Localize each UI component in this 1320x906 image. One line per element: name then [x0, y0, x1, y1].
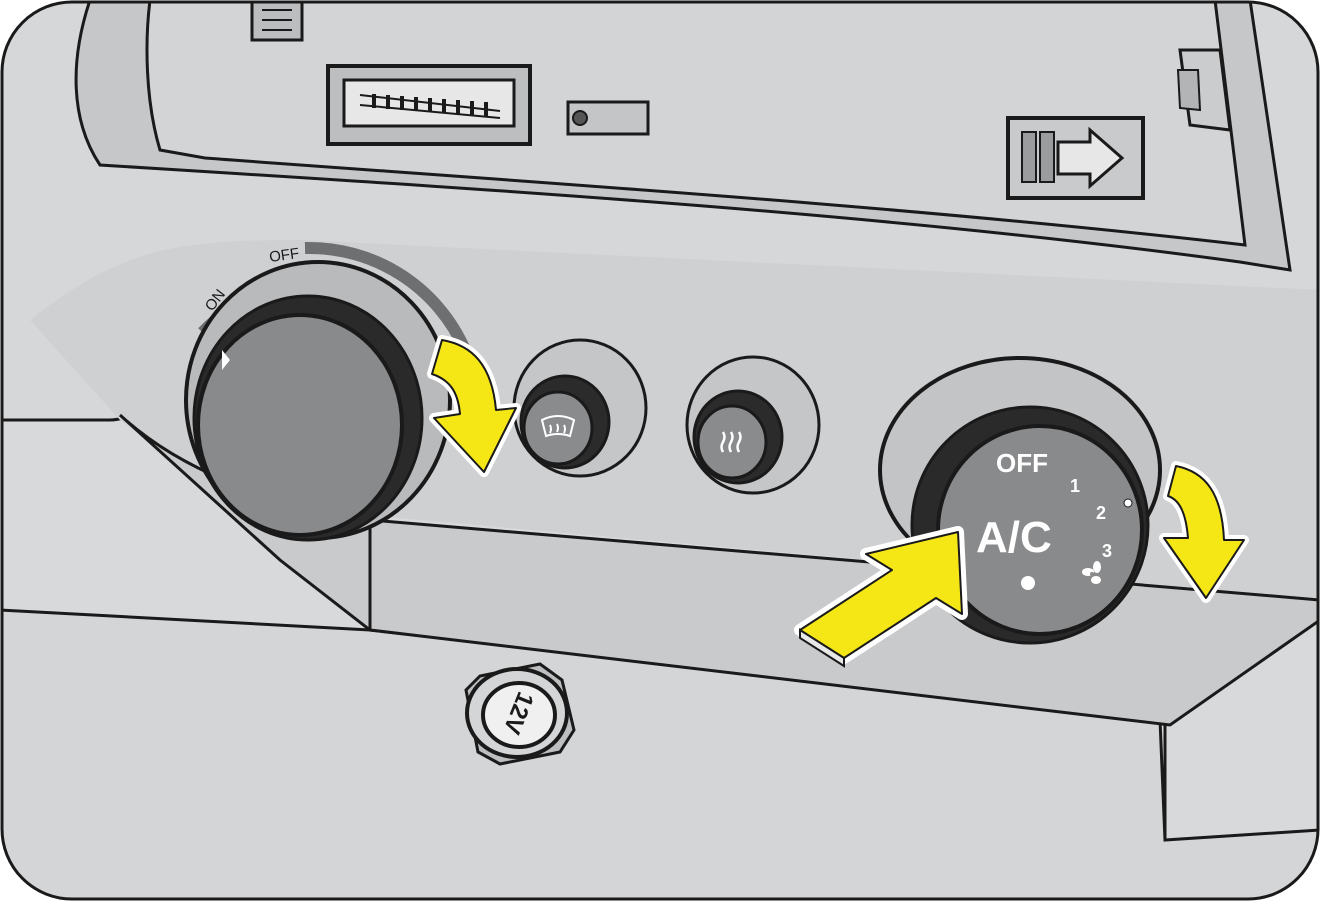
fan-speed-2-label: 2 — [1096, 503, 1106, 523]
recirculation-knob[interactable]: OFF ON — [184, 241, 471, 542]
rear-window-defrost-icon — [720, 431, 742, 453]
ac-off-label: OFF — [996, 448, 1048, 478]
rotate-arrow-right-icon — [1159, 461, 1249, 603]
fan-speed-3-label: 3 — [1102, 541, 1112, 561]
press-arrow-icon — [794, 526, 968, 668]
ac-fan-knob[interactable]: OFF 1 2 3 A/C — [878, 356, 1162, 645]
knob-pointer-dot — [1123, 498, 1133, 508]
ac-indicator-dot — [1021, 576, 1035, 590]
rear-defrost-button[interactable] — [685, 355, 821, 495]
fan-speed-1-label: 1 — [1070, 476, 1080, 496]
radio-clip-left — [250, 2, 304, 42]
rotate-arrow-left-icon — [427, 335, 521, 477]
radio-inner-face — [145, 2, 1247, 247]
rotary-off-label: OFF — [268, 245, 300, 266]
knob-scale-arc — [304, 241, 471, 353]
latch-arrow-icon — [1056, 126, 1125, 190]
windshield-defrost-icon — [540, 415, 576, 438]
power-socket-12v[interactable]: 12V — [464, 662, 576, 766]
fan-icon — [1082, 561, 1101, 584]
front-defrost-button[interactable] — [512, 338, 648, 478]
radio-release-latch — [1006, 116, 1145, 200]
ac-label: A/C — [976, 513, 1052, 562]
